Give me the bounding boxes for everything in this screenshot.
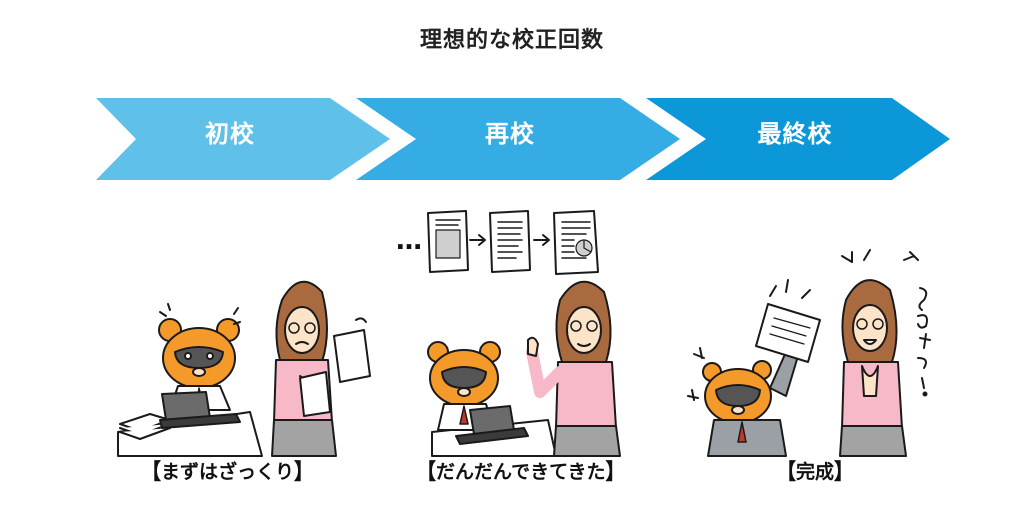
- caption-second: 【だんだんできてきた】: [417, 459, 625, 485]
- step-arrow-second: [356, 98, 680, 180]
- paper-stack-icon: [119, 413, 171, 440]
- laptop-icon: [455, 405, 529, 445]
- bracket-open: 【: [777, 459, 797, 485]
- woman-character: [839, 279, 907, 457]
- caption-final-text: 完成: [796, 461, 835, 483]
- panel-second-scene: [427, 210, 621, 457]
- panel-final-scene: [687, 249, 919, 457]
- document-icon: [427, 210, 469, 273]
- arrow-right-icon: [469, 234, 486, 246]
- step-arrow-initial: [96, 98, 390, 180]
- step-arrow-final: [646, 98, 950, 180]
- bracket-open: 【: [417, 459, 437, 485]
- ellipsis-mark: …: [396, 226, 422, 256]
- caption-second-text: だんだんできてきた: [436, 461, 606, 483]
- document-icon: [553, 210, 599, 275]
- step-label-initial: 初校: [205, 120, 255, 148]
- diagram-title: 理想的な校正回数: [419, 28, 604, 53]
- arrow-right-icon: [533, 234, 550, 246]
- raccoon-character: [702, 303, 821, 457]
- step-label-final: 最終校: [757, 120, 833, 148]
- panel-initial-scene: [117, 280, 371, 457]
- caption-initial: 【まずはざっくり】: [142, 459, 314, 485]
- bracket-close: 】: [834, 459, 854, 485]
- woman-character: [526, 280, 621, 457]
- bracket-close: 】: [294, 459, 314, 485]
- bracket-open: 【: [142, 459, 162, 485]
- paper-held-icon: [299, 371, 331, 417]
- caption-final: 【完成】: [777, 459, 854, 485]
- document-icon: [489, 210, 531, 273]
- paper-held-icon: [755, 303, 821, 363]
- laptop-icon: [159, 391, 241, 429]
- paper-held-icon: [333, 329, 371, 383]
- bracket-close: 】: [605, 459, 625, 485]
- caption-initial-text: まずはざっくり: [161, 461, 295, 483]
- celebration-lettering: [917, 287, 931, 397]
- step-label-second: 再校: [485, 120, 535, 148]
- woman-character: [271, 280, 337, 457]
